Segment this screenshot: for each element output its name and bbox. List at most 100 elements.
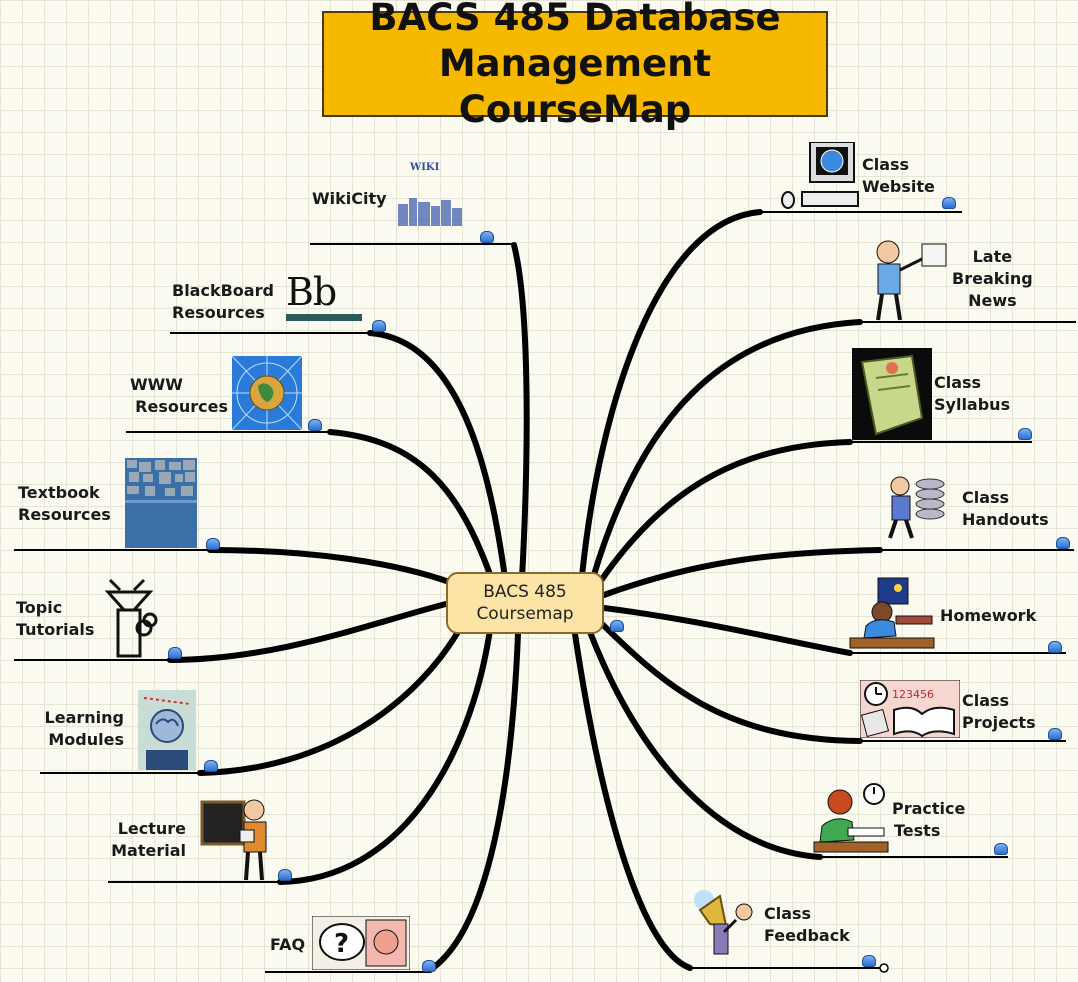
branch-homework — [601, 605, 853, 656]
node-label: Learning — [44, 708, 124, 727]
collapse-toggle-icon — [879, 963, 889, 973]
central-topic-line1: BACS 485 — [483, 582, 567, 602]
node-label: Projects — [962, 713, 1036, 732]
node-label: Resources — [172, 303, 265, 322]
node-label: Resources — [135, 397, 228, 416]
node-blackboard[interactable]: BlackBoard Resources — [172, 280, 274, 324]
node-feedback[interactable]: Class Feedback — [764, 903, 850, 947]
branch-lecture — [277, 627, 493, 885]
link-icon[interactable] — [1048, 641, 1062, 653]
branch-www — [327, 429, 495, 583]
node-label: FAQ — [270, 935, 306, 954]
link-icon[interactable] — [942, 197, 956, 209]
link-icon[interactable] — [206, 538, 220, 550]
textbook-cover-icon — [125, 458, 197, 548]
node-news[interactable]: Late Breaking News — [952, 246, 1033, 312]
blackboard-logo-icon: Bb — [286, 272, 362, 322]
link-icon[interactable] — [1018, 428, 1032, 440]
wiki-badge: WIKI — [410, 162, 440, 173]
node-label: Class — [764, 904, 812, 923]
megaphone-icon — [686, 886, 762, 964]
node-wikicity[interactable]: WikiCity — [312, 188, 387, 210]
link-icon[interactable] — [610, 620, 624, 632]
node-label: Late — [972, 247, 1013, 266]
computer-globe-icon — [780, 141, 860, 210]
brain-module-icon — [138, 690, 196, 770]
node-label: Topic — [16, 598, 63, 617]
blackboard-badge: Bb — [286, 270, 337, 314]
node-label: Class — [862, 155, 910, 174]
node-label: Modules — [48, 730, 124, 749]
svg-text:123456: 123456 — [892, 688, 934, 701]
node-website[interactable]: Class Website — [862, 154, 935, 198]
branch-news — [590, 319, 863, 581]
map-title-line1: BACS 485 Database — [369, 0, 781, 39]
node-label: Tutorials — [16, 620, 95, 639]
clock-book-icon: 123456 — [859, 679, 961, 739]
branch-faq — [427, 631, 521, 973]
node-faq[interactable]: FAQ — [270, 934, 305, 956]
branch-learning — [197, 622, 465, 776]
node-textbook[interactable]: Textbook Resources — [18, 482, 111, 526]
node-label: WikiCity — [312, 189, 387, 208]
node-label: Syllabus — [934, 395, 1011, 414]
node-learning[interactable]: Learning Modules — [40, 707, 124, 751]
student-test-icon — [812, 782, 890, 856]
node-label: Resources — [18, 505, 111, 524]
node-handouts[interactable]: Class Handouts — [962, 487, 1049, 531]
map-title-line2: Management CourseMap — [438, 42, 712, 131]
person-carrying-disks-icon — [884, 474, 948, 540]
node-label: Feedback — [764, 926, 850, 945]
map-title: BACS 485 Database Management CourseMap — [322, 0, 828, 131]
node-label: Class — [962, 488, 1010, 507]
branch-textbook — [207, 547, 473, 593]
teacher-chalkboard-icon — [200, 796, 272, 882]
node-label: Tests — [894, 821, 941, 840]
funnel-robot-icon — [100, 576, 164, 660]
node-label: Textbook — [18, 483, 100, 502]
link-icon[interactable] — [168, 647, 182, 659]
link-icon[interactable] — [308, 419, 322, 431]
node-projects[interactable]: Class Projects — [962, 690, 1036, 734]
branch-blackboard — [367, 330, 508, 581]
link-icon[interactable] — [1048, 728, 1062, 740]
branch-handouts — [601, 547, 883, 598]
branch-wikicity — [511, 242, 530, 581]
link-icon[interactable] — [422, 960, 436, 972]
link-icon[interactable] — [862, 955, 876, 967]
branch-feedback — [572, 631, 693, 971]
link-icon[interactable] — [1056, 537, 1070, 549]
link-icon[interactable] — [994, 843, 1008, 855]
node-label: Homework — [940, 606, 1037, 625]
node-label: Website — [862, 177, 935, 196]
news-presenter-icon — [866, 238, 950, 322]
node-homework[interactable]: Homework — [940, 605, 1036, 627]
node-label: BlackBoard — [172, 281, 274, 300]
branch-projects — [597, 619, 863, 744]
node-label: Practice — [892, 799, 966, 818]
link-icon[interactable] — [372, 320, 386, 332]
scroll-syllabus-icon — [852, 348, 932, 440]
node-label: Material — [111, 841, 186, 860]
link-icon[interactable] — [278, 869, 292, 881]
node-syllabus[interactable]: Class Syllabus — [934, 372, 1010, 416]
link-icon[interactable] — [204, 760, 218, 772]
node-label: Breaking — [952, 269, 1033, 288]
wiki-skyline-icon: WIKI — [396, 160, 466, 230]
branch-website — [579, 209, 763, 579]
link-icon[interactable] — [480, 231, 494, 243]
node-www[interactable]: WWW Resources — [126, 374, 228, 418]
central-topic-node[interactable]: BACS 485 Coursemap — [446, 572, 604, 634]
node-lecture[interactable]: Lecture Material — [108, 818, 186, 862]
node-label: WWW — [130, 375, 183, 394]
svg-text:?: ? — [334, 929, 349, 959]
student-desk-icon — [846, 576, 938, 652]
central-topic-line2: Coursemap — [476, 604, 574, 624]
node-label: News — [968, 291, 1017, 310]
node-tutorials[interactable]: Topic Tutorials — [16, 597, 94, 641]
branch-tutorials — [167, 600, 453, 663]
node-label: Lecture — [117, 819, 186, 838]
node-tests[interactable]: Practice Tests — [892, 798, 965, 842]
branch-tests — [587, 629, 823, 860]
